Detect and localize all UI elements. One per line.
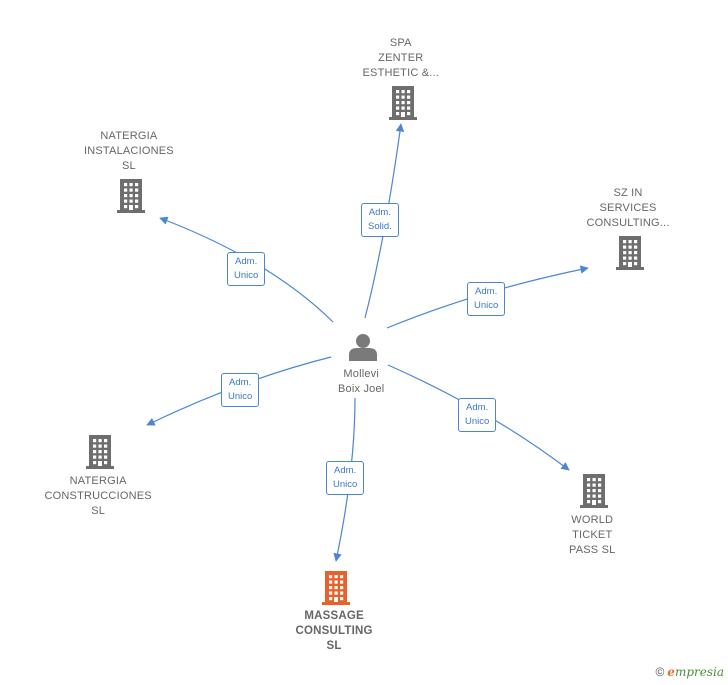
company-label-world[interactable]: WORLD TICKET PASS SL: [569, 513, 615, 558]
company-label-natergia-cons-line: CONSTRUCCIONES: [44, 490, 152, 502]
footer-brand[interactable]: ©empresia: [655, 665, 724, 679]
brand-logo: empresia: [667, 665, 724, 679]
company-label-sz-line: SERVICES: [599, 202, 657, 214]
building-icon[interactable]: [322, 571, 350, 605]
edge-label-natergia-inst: Adm. Unico: [227, 252, 266, 286]
copyright-symbol: ©: [655, 665, 665, 679]
company-label-world-line: PASS SL: [569, 544, 616, 556]
edge-label-sz-line: Unico: [474, 300, 499, 311]
edge-label-spa-line: Solid.: [368, 221, 392, 232]
edge-label-massage: Adm. Unico: [326, 461, 365, 495]
company-label-spa[interactable]: SPA ZENTER ESTHETIC &...: [363, 36, 440, 81]
edge-label-spa-line: Adm.: [368, 207, 391, 218]
company-label-natergia-inst[interactable]: NATERGIA INSTALACIONES SL: [84, 129, 174, 174]
edge-label-world: Adm. Unico: [458, 398, 497, 432]
company-label-sz-line: CONSULTING...: [586, 217, 670, 229]
edge-label-massage-line: Adm.: [334, 465, 357, 476]
company-label-spa-line: ZENTER: [378, 52, 424, 64]
company-label-natergia-cons[interactable]: NATERGIA CONSTRUCCIONES SL: [45, 474, 152, 519]
company-label-world-line: WORLD: [571, 514, 614, 526]
edge-label-world-line: Adm.: [466, 402, 489, 413]
edge-label-massage-line: Unico: [333, 479, 358, 490]
building-icon[interactable]: [616, 236, 644, 270]
edge-label-sz: Adm. Unico: [467, 282, 506, 316]
company-label-natergia-inst-line: NATERGIA: [100, 130, 158, 142]
edge-label-natergia-inst-line: Adm.: [235, 256, 258, 267]
company-label-natergia-inst-line: INSTALACIONES: [84, 145, 174, 157]
person-name-line: Mollevi: [343, 368, 380, 380]
company-label-world-line: TICKET: [572, 529, 613, 541]
edge-label-natergia-cons-line: Unico: [228, 391, 253, 402]
person-icon[interactable]: [349, 334, 377, 361]
company-label-massage-line: CONSULTING: [295, 625, 373, 637]
company-label-natergia-cons-line: SL: [91, 505, 106, 517]
building-icon[interactable]: [117, 179, 145, 213]
edge-label-world-line: Unico: [465, 416, 490, 427]
building-icon[interactable]: [86, 435, 114, 469]
company-label-massage[interactable]: MASSAGE CONSULTING SL: [296, 609, 373, 654]
building-icon[interactable]: [389, 86, 417, 120]
edge-label-natergia-cons: Adm. Unico: [221, 373, 260, 407]
edge-label-natergia-cons-line: Adm.: [229, 377, 252, 388]
edge-label-natergia-inst-line: Unico: [234, 270, 259, 281]
company-label-massage-line: SL: [326, 640, 342, 652]
company-label-massage-line: MASSAGE: [304, 610, 364, 622]
company-label-natergia-cons-line: NATERGIA: [69, 475, 127, 487]
company-label-spa-line: ESTHETIC &...: [362, 67, 440, 79]
person-name-line: Boix Joel: [338, 383, 385, 395]
edge-label-sz-line: Adm.: [475, 286, 498, 297]
building-icon[interactable]: [580, 474, 608, 508]
company-label-spa-line: SPA: [389, 37, 412, 49]
company-label-sz[interactable]: SZ IN SERVICES CONSULTING...: [587, 186, 670, 231]
company-label-natergia-inst-line: SL: [121, 160, 136, 172]
edge-label-spa: Adm. Solid.: [361, 203, 399, 237]
company-label-sz-line: SZ IN: [613, 187, 643, 199]
